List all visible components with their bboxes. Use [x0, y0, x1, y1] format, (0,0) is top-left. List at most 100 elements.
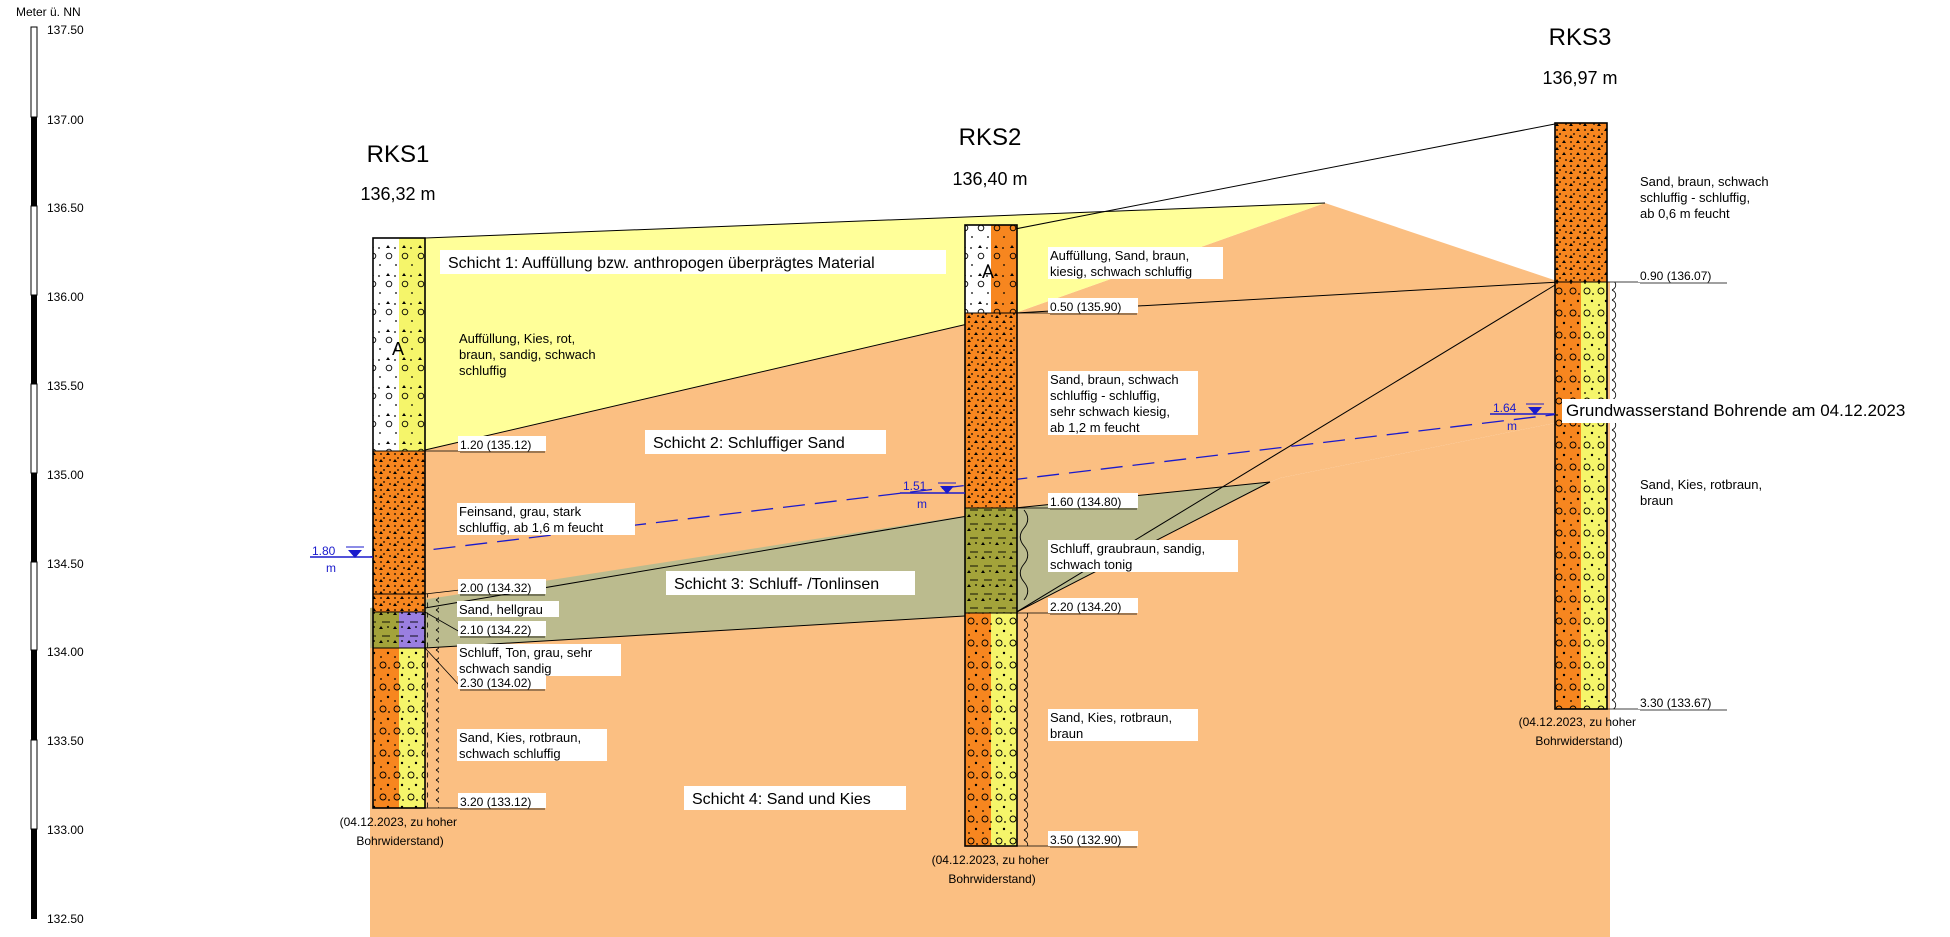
borehole-column [373, 451, 425, 594]
label-bg [1048, 298, 1138, 313]
soil-description: Feinsand, grau, stark schluffig, ab 1,6 … [459, 504, 604, 535]
scale-tick-label: 135.50 [47, 379, 84, 393]
scale-tick-label: 137.50 [47, 23, 84, 37]
depth-label: 2.30 (134.02) [460, 676, 531, 690]
note-line: (04.12.2023, zu hoher [932, 853, 1049, 867]
scale-bar-white [30, 26, 38, 118]
depth-label: 1.60 (134.80) [1050, 495, 1121, 509]
borehole-column-outline [964, 224, 1018, 847]
borehole-rks2: RKS2 136,40 m A 0.50 (135.90) 1.60 (1 [900, 124, 1238, 886]
desc-line: ab 1,2 m feucht [1050, 420, 1140, 435]
label-bg [1048, 709, 1198, 741]
borehole-name: RKS2 [959, 124, 1022, 151]
layer-labels: Schicht 1: Auffüllung bzw. anthropogen ü… [440, 250, 946, 810]
desc-line: schluffig, ab 1,6 m feucht [459, 520, 604, 535]
desc-line: braun, sandig, schwach [459, 347, 596, 362]
borehole-column [965, 508, 1017, 613]
groundwater-label: Grundwasserstand Bohrende am 04.12.2023 [1566, 401, 1905, 420]
moisture-wave [427, 594, 439, 808]
note-line: (04.12.2023, zu hoher [1519, 715, 1636, 729]
desc-line: schluffig [459, 363, 506, 378]
desc-line: Sand, Kies, rotbraun, [459, 730, 581, 745]
layer-boundary [424, 202, 1326, 239]
water-depth-label: 1.80 [312, 544, 336, 558]
label-bg [1638, 267, 1728, 282]
borehole-rks1: RKS1 136,32 m A [310, 141, 635, 848]
scale-tick-label: 135.00 [47, 468, 84, 482]
desc-line: braun [1050, 726, 1083, 741]
borehole-elevation: 136,32 m [360, 184, 435, 204]
water-level-icon [1528, 407, 1542, 415]
label-bg [458, 579, 546, 594]
label-bg [1048, 247, 1223, 279]
borehole-note: (04.12.2023, zu hoher Bohrwiderstand) [1519, 715, 1640, 748]
scale-bar-black [31, 295, 37, 384]
borehole-column [1555, 123, 1607, 282]
scale-tick-label: 132.50 [47, 912, 84, 926]
borehole-column [1555, 282, 1607, 709]
soil-description: Sand, Kies, rotbraun, schwach schluffig [459, 730, 585, 761]
depth-label: 3.20 (133.12) [460, 795, 531, 809]
desc-line: Schluff, graubraun, sandig, [1050, 541, 1205, 556]
desc-line: Auffüllung, Kies, rot, [459, 331, 575, 346]
borehole-note: (04.12.2023, zu hoher Bohrwiderstand) [340, 815, 461, 848]
note-line: Bohrwiderstand) [948, 872, 1035, 886]
soil-description: Sand, Kies, rotbraun, braun [1640, 477, 1766, 508]
label-bg [1048, 371, 1198, 435]
desc-line: Feinsand, grau, stark [459, 504, 582, 519]
borehole-column [373, 648, 425, 808]
water-depth-label: 1.51 [903, 479, 927, 493]
soil-description: Schluff, Ton, grau, sehr schwach sandig [459, 645, 596, 676]
label-bg [1048, 831, 1138, 846]
label-bg [458, 621, 546, 636]
borehole-name: RKS1 [367, 141, 430, 168]
depth-leader [424, 647, 461, 687]
water-level-icon [348, 550, 362, 558]
borehole-column [373, 238, 425, 451]
borehole-column [373, 612, 425, 648]
desc-line: braun [1640, 493, 1673, 508]
label-bg [1048, 493, 1138, 508]
desc-line: schluffig - schluffig, [1640, 190, 1750, 205]
layer-2-label: Schicht 2: Schluffiger Sand [653, 435, 845, 452]
moisture-wave [1019, 509, 1029, 601]
scale-bar-white [30, 739, 38, 830]
elevation-scale: Meter ü. NN 137.50 137.00 136.50 136.00 … [16, 5, 84, 926]
depth-leader [424, 611, 461, 633]
layer-3-schluff-ton [370, 482, 1270, 648]
borehole-column [965, 613, 1017, 846]
label-bg [457, 503, 635, 535]
layer-label-box [440, 250, 946, 274]
water-depth-label: 1.64 [1493, 401, 1517, 415]
desc-line: Schluff, Ton, grau, sehr [459, 645, 593, 660]
label-bg [1048, 540, 1238, 572]
depth-label: 1.20 (135.12) [460, 438, 531, 452]
desc-line: Sand, braun, schwach [1050, 372, 1179, 387]
borehole-elevation: 136,97 m [1542, 68, 1617, 88]
soil-description: Sand, braun, schwach schluffig - schluff… [1050, 372, 1182, 435]
layer-4-label: Schicht 4: Sand und Kies [692, 791, 871, 808]
depth-label: 2.20 (134.20) [1050, 600, 1121, 614]
depth-label: 3.50 (132.90) [1050, 833, 1121, 847]
water-level-icon [940, 486, 954, 494]
label-bg [458, 674, 546, 689]
soil-description: Auffüllung, Kies, rot, braun, sandig, sc… [459, 331, 599, 378]
desc-line: Auffüllung, Sand, braun, [1050, 248, 1189, 263]
label-bg [457, 601, 559, 617]
desc-line: Sand, braun, schwach [1640, 174, 1769, 189]
moisture-wave [1609, 282, 1621, 709]
moisture-wave [1019, 613, 1031, 846]
depth-label: 0.50 (135.90) [1050, 300, 1121, 314]
borehole-note: (04.12.2023, zu hoher Bohrwiderstand) [932, 853, 1053, 886]
soil-description: Sand, hellgrau [459, 602, 543, 617]
label-bg [458, 436, 546, 451]
groundwater-label-bg [1562, 399, 1937, 423]
label-bg [457, 644, 621, 676]
desc-line: Sand, Kies, rotbraun, [1640, 477, 1762, 492]
depth-label: 2.00 (134.32) [460, 581, 531, 595]
scale-title: Meter ü. NN [16, 5, 81, 19]
water-depth-unit: m [326, 561, 336, 575]
scale-bar-black [31, 650, 37, 740]
soil-description: Auffüllung, Sand, braun, kiesig, schwach… [1050, 248, 1193, 279]
